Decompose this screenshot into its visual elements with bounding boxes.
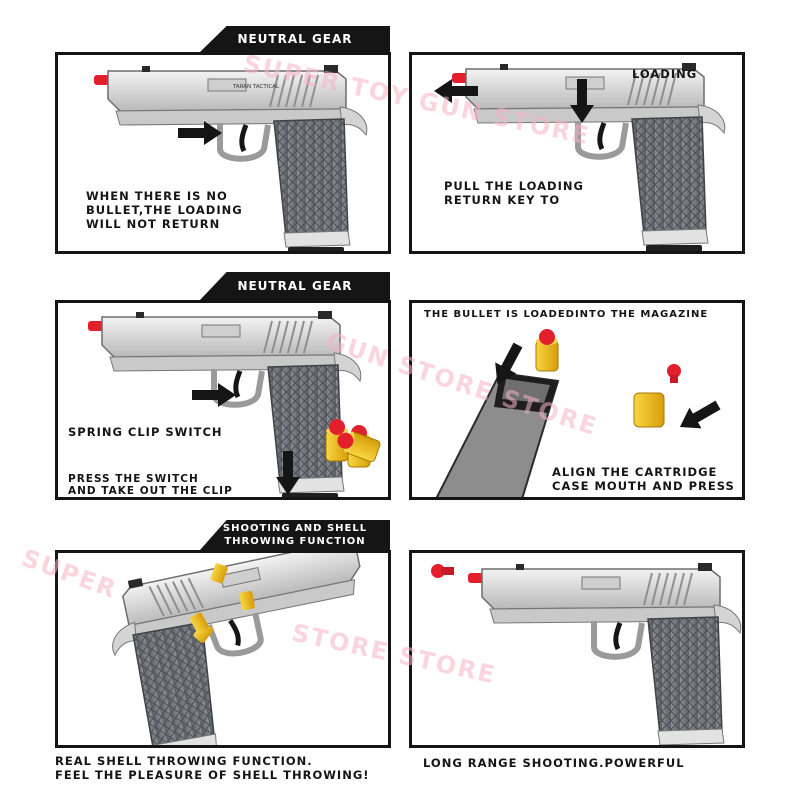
section-header-label: NEUTRAL GEAR xyxy=(237,279,353,293)
caption-line: FEEL THE PLEASURE OF SHELL THROWING! xyxy=(55,768,370,782)
panel-caption-long-range: LONG RANGE SHOOTING.POWERFUL xyxy=(423,756,685,770)
bullet-tip-icon xyxy=(667,364,681,383)
bullet-projectile-icon xyxy=(431,564,454,578)
caption-line: BULLET,THE LOADING xyxy=(86,203,243,217)
arrow-icon xyxy=(673,394,724,438)
bullet-icon xyxy=(633,392,665,428)
shell-icon xyxy=(193,622,214,643)
caption-line: CASE MOUTH AND PRESS xyxy=(552,479,735,493)
section-header-neutral-gear-1: NEUTRAL GEAR xyxy=(200,26,390,52)
caption-line: RETURN KEY TO xyxy=(444,193,561,207)
panel-caption: PRESS THE SWITCH AND TAKE OUT THE CLIP xyxy=(68,473,233,497)
bullet-icon xyxy=(535,328,559,372)
panel-caption: PULL THE LOADING RETURN KEY TO xyxy=(444,179,584,207)
panel-caption: WHEN THERE IS NO BULLET,THE LOADING WILL… xyxy=(86,189,243,231)
panel-long-range xyxy=(409,550,745,748)
panel-header-text: THE BULLET IS LOADEDINTO THE MAGAZINE xyxy=(424,309,709,320)
panel-magazine-load: THE BULLET IS LOADEDINTO THE MAGAZINE AL… xyxy=(409,300,745,500)
pistol-illustration xyxy=(58,553,388,745)
shell-icon xyxy=(239,590,255,611)
section-header-label: THROWING FUNCTION xyxy=(224,536,366,547)
caption-line: ALIGN THE CARTRIDGE xyxy=(552,465,718,479)
panel-loading: LOADING PULL THE LOADING RETURN KEY TO xyxy=(409,52,745,254)
caption-line: WILL NOT RETURN xyxy=(86,217,221,231)
caption-line: AND TAKE OUT THE CLIP xyxy=(68,485,233,497)
pistol-illustration: TARAN TACTICAL xyxy=(58,55,388,251)
panel-shell-throwing xyxy=(55,550,391,748)
caption-line: PULL THE LOADING xyxy=(444,179,584,193)
section-header-neutral-gear-2: NEUTRAL GEAR xyxy=(200,272,390,300)
section-header-label: SHOOTING AND SHELL xyxy=(222,523,368,534)
panel-caption: ALIGN THE CARTRIDGE CASE MOUTH AND PRESS xyxy=(552,465,735,493)
caption-line: PRESS THE SWITCH xyxy=(68,473,199,485)
shell-icon xyxy=(210,563,228,584)
panel-caption-shell: REAL SHELL THROWING FUNCTION. FEEL THE P… xyxy=(55,754,370,782)
spring-clip-label: SPRING CLIP SWITCH xyxy=(68,425,223,439)
shell-icon xyxy=(189,612,209,633)
panel-spring-clip: SPRING CLIP SWITCH PRESS THE SWITCH AND … xyxy=(55,300,391,500)
section-header-label: NEUTRAL GEAR xyxy=(237,32,353,46)
slide-logo-text: TARAN TACTICAL xyxy=(232,84,280,90)
pistol-illustration xyxy=(431,553,742,745)
pistol-illustration xyxy=(58,303,382,497)
pistol-illustration xyxy=(434,55,742,251)
caption-line: WHEN THERE IS NO xyxy=(86,189,228,203)
caption-line: REAL SHELL THROWING FUNCTION. xyxy=(55,754,313,768)
section-header-shooting: SHOOTING AND SHELL THROWING FUNCTION xyxy=(200,520,390,550)
panel-no-bullet: TARAN TACTICAL WHEN THERE IS NO BULLET,T… xyxy=(55,52,391,254)
loading-label: LOADING xyxy=(632,67,698,81)
magazine-illustration xyxy=(435,328,724,497)
